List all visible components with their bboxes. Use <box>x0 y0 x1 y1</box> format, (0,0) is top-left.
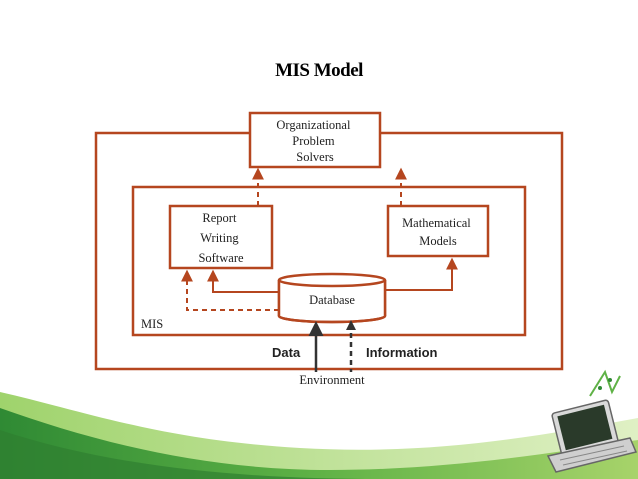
data-label: Data <box>272 345 301 360</box>
database-to-models-arrow <box>385 257 458 291</box>
slide-title: MIS Model <box>275 60 363 81</box>
problem-solvers-box <box>248 111 382 169</box>
report-software-box <box>168 204 274 270</box>
math-models-box <box>386 204 490 258</box>
laptop-icon <box>546 369 638 473</box>
environment-label: Environment <box>299 373 365 387</box>
problem-solvers-line-2: Problem <box>292 134 335 148</box>
decorative-wave <box>0 392 638 479</box>
database-to-report-arrow <box>207 269 279 293</box>
svg-text:Report Writing Softwar: Report Writing Software <box>198 211 244 265</box>
database-label: Database <box>309 293 355 307</box>
mis-box <box>131 185 527 337</box>
report-software-line-2: Writing <box>200 231 239 245</box>
information-arrow-head <box>346 320 356 330</box>
environment-box <box>94 131 564 371</box>
report-software-line-1: Report <box>202 211 237 225</box>
database-dashed-report-arrow <box>181 269 279 311</box>
database-cylinder <box>277 272 387 324</box>
problem-solvers-line-3: Solvers <box>296 150 334 164</box>
math-models-line-1: Mathematical <box>402 216 471 230</box>
svg-text:Mathematical Models: Mathematical Models <box>402 216 474 248</box>
problem-solvers-line-1: Organizational <box>276 118 351 132</box>
information-label: Information <box>366 345 438 360</box>
math-models-line-2: Models <box>419 234 457 248</box>
svg-text:Organizational Problem: Organizational Problem Solvers <box>276 118 353 164</box>
mis-label: MIS <box>141 317 163 331</box>
report-software-line-3: Software <box>198 251 244 265</box>
